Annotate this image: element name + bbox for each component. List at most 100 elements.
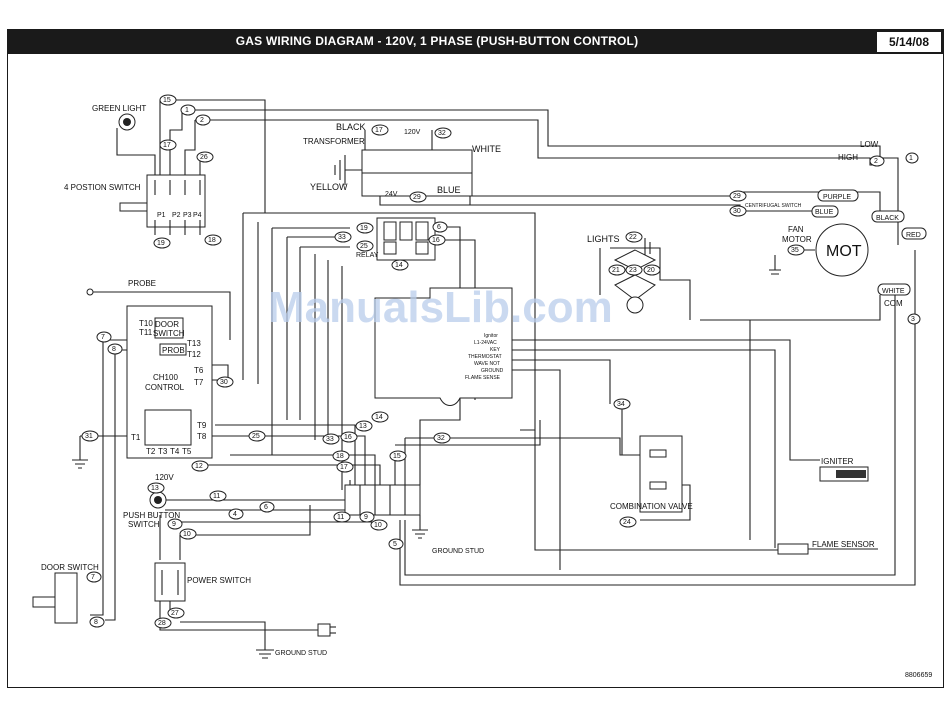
svg-text:35: 35 xyxy=(791,247,799,254)
wire xyxy=(90,291,231,340)
wire-tag: 34 xyxy=(613,398,631,410)
wire-tag: 19 xyxy=(153,237,171,249)
wire-tag: 35 xyxy=(787,244,805,256)
wire-tag: 16 xyxy=(340,431,358,443)
door-switch-plunger xyxy=(32,596,56,608)
wire xyxy=(700,295,881,321)
terminal-t13: T13 xyxy=(187,339,201,348)
wires xyxy=(79,99,916,650)
probe: PROBE xyxy=(86,279,156,296)
wire xyxy=(90,340,104,616)
module-term-ground: GROUND xyxy=(481,368,504,374)
wire xyxy=(379,196,471,206)
probe-label: PROBE xyxy=(128,279,156,288)
wire xyxy=(180,505,311,536)
ch100-label: CH100 xyxy=(153,373,178,382)
blue-label: BLUE xyxy=(437,185,461,195)
flame-sensor: FLAME SENSOR xyxy=(777,540,878,555)
watermark: ManualsLib.com xyxy=(268,283,613,332)
svg-text:6: 6 xyxy=(264,504,268,511)
wire xyxy=(419,226,461,485)
wire-tag: 7 xyxy=(86,571,102,583)
power-switch-body xyxy=(154,562,186,602)
wire-tag: 14 xyxy=(371,411,389,423)
svg-text:18: 18 xyxy=(208,237,216,244)
wire xyxy=(180,621,266,650)
lights: LIGHTS xyxy=(587,234,657,314)
module-term-ignitor: Ignitor xyxy=(484,333,498,339)
wire-tag: 10 xyxy=(370,519,388,531)
wire-tag: 18 xyxy=(204,234,222,246)
svg-text:16: 16 xyxy=(344,434,352,441)
wire-tag: 30 xyxy=(216,376,234,388)
wire-tag: 15 xyxy=(389,450,407,462)
high-label: HIGH xyxy=(838,153,858,162)
terminal-t7: T7 xyxy=(194,378,204,387)
fan-black-label: BLACK xyxy=(876,215,899,222)
wire-tag: 17 xyxy=(159,139,177,151)
control-relay-box xyxy=(144,409,192,446)
svg-text:18: 18 xyxy=(336,453,344,460)
motor-ground-icon xyxy=(769,249,815,275)
svg-text:33: 33 xyxy=(338,234,346,241)
secondary-voltage: 24V xyxy=(385,191,398,198)
plug-icon xyxy=(317,623,331,637)
svg-text:9: 9 xyxy=(364,514,368,521)
wire xyxy=(215,464,381,485)
wire xyxy=(182,109,899,245)
wire xyxy=(512,369,561,570)
terminal-block xyxy=(344,484,421,516)
power-switch-label: POWER SWITCH xyxy=(187,576,251,585)
svg-text:7: 7 xyxy=(91,574,95,581)
svg-text:32: 32 xyxy=(438,130,446,137)
door-switch-top: DOOR xyxy=(155,320,179,329)
wire xyxy=(184,120,196,180)
power-plug xyxy=(317,623,336,637)
ground-stud-main: GROUND STUD xyxy=(256,649,327,659)
fan-white-label: WHITE xyxy=(882,288,905,295)
ground-stud-block: GROUND STUD xyxy=(412,529,484,555)
module-term-flame: FLAME SENSE xyxy=(465,375,501,381)
transformer-label: TRANSFORMER xyxy=(303,137,365,146)
combination-valve: COMBINATION VALVE xyxy=(610,435,693,513)
svg-text:34: 34 xyxy=(617,401,625,408)
svg-text:25: 25 xyxy=(252,433,260,440)
motor-label: MOT xyxy=(826,243,862,260)
date-box: 5/14/08 xyxy=(876,31,942,53)
svg-text:25: 25 xyxy=(360,243,368,250)
probe-tip xyxy=(86,288,94,296)
door-switch-label: DOOR SWITCH xyxy=(41,563,99,572)
pos-label-p2: P2 xyxy=(172,212,181,219)
wire-tag: 21 xyxy=(608,264,626,276)
terminal-t5: T5 xyxy=(182,447,192,456)
ground-icon xyxy=(412,529,428,539)
relay: RELAY xyxy=(356,217,436,261)
wire-tag: 26 xyxy=(196,151,214,163)
wire-tag: 16 xyxy=(428,234,446,246)
svg-text:27: 27 xyxy=(171,610,179,617)
svg-text:3: 3 xyxy=(911,316,915,323)
wire xyxy=(243,212,536,431)
wire-tag: 18 xyxy=(332,450,350,462)
transformer-ground-icon xyxy=(334,155,362,185)
wire-tag: 28 xyxy=(154,617,172,629)
relay-label: RELAY xyxy=(356,252,379,259)
primary-voltage: 120V xyxy=(404,129,421,136)
svg-text:13: 13 xyxy=(151,485,159,492)
ch100-control-label: CONTROL xyxy=(145,383,185,392)
svg-text:1: 1 xyxy=(185,107,189,114)
svg-text:10: 10 xyxy=(374,522,382,529)
door-switch-body xyxy=(54,572,78,624)
svg-text:15: 15 xyxy=(393,453,401,460)
wire-tag: 6 xyxy=(259,501,275,513)
wire-tag: 31 xyxy=(81,430,99,442)
wire-tag: 11 xyxy=(333,511,351,523)
pos-label-p1: P1 xyxy=(157,212,166,219)
terminal-t8: T8 xyxy=(197,432,207,441)
wire-tag: 17 xyxy=(371,124,389,136)
svg-text:10: 10 xyxy=(183,531,191,538)
svg-text:31: 31 xyxy=(85,433,93,440)
svg-text:1: 1 xyxy=(909,155,913,162)
wire xyxy=(160,99,266,213)
svg-text:14: 14 xyxy=(375,414,383,421)
